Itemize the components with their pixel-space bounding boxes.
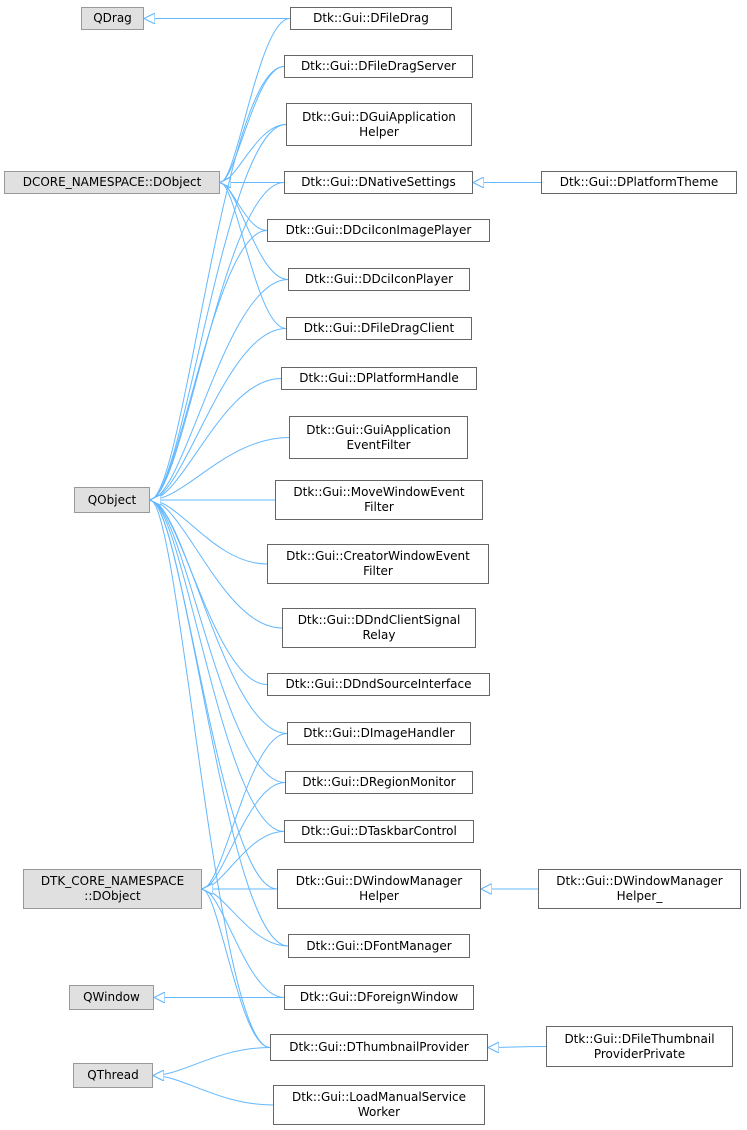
node-dfiledragserver[interactable]: Dtk::Gui::DFileDragServer [284,55,473,78]
node-guiapplicationeventfilter[interactable]: Dtk::Gui::GuiApplication EventFilter [289,416,468,459]
node-ddndsourceinterface[interactable]: Dtk::Gui::DDndSourceInterface [267,673,490,696]
node-dwindowmanagerhelper[interactable]: Dtk::Gui::DWindowManager Helper [277,869,481,909]
edge-dregionmonitor-to-dtk_core_dobject [201,782,286,890]
edge-dthumbnailprovider-to-dtk_core_dobject [201,889,271,1048]
edge-dfiledragserver-to-dcore_dobject [219,66,285,183]
edge-dfiledrag-to-dcore_dobject [219,18,291,183]
node-qthread: QThread [73,1063,153,1088]
node-qdrag: QDrag [81,7,144,30]
edge-dforeignwindow-to-dtk_core_dobject [201,889,285,998]
node-dnativesettings[interactable]: Dtk::Gui::DNativeSettings [284,171,473,194]
edge-dimagehandler-to-qobject [149,500,288,734]
node-dguiapplicationhelper[interactable]: Dtk::Gui::DGuiApplication Helper [286,103,472,146]
node-movewindoweventfilter[interactable]: Dtk::Gui::MoveWindowEvent Filter [275,480,483,520]
node-qwindow: QWindow [69,985,154,1010]
node-dfilethumbnailproviderprivate[interactable]: Dtk::Gui::DFileThumbnail ProviderPrivate [546,1026,733,1067]
node-creatorwindoweventfilter[interactable]: Dtk::Gui::CreatorWindowEvent Filter [267,544,489,584]
node-dfiledragclient[interactable]: Dtk::Gui::DFileDragClient [286,317,472,340]
node-dcore-namespace-dobject: DCORE_NAMESPACE::DObject [4,171,220,194]
edge-dimagehandler-to-dtk_core_dobject [201,733,288,890]
node-dregionmonitor[interactable]: Dtk::Gui::DRegionMonitor [285,771,473,794]
node-dthumbnailprovider[interactable]: Dtk::Gui::DThumbnailProvider [270,1034,488,1061]
node-ddndclientsignalrelay[interactable]: Dtk::Gui::DDndClientSignal Relay [282,608,476,648]
edge-dthumbnailprovider-to-qobject [149,500,271,1048]
edge-loadmanualserviceworker-to-qthread [153,1076,274,1106]
node-dfiledrag[interactable]: Dtk::Gui::DFileDrag [290,7,452,30]
node-dtk-core-namespace-dobject: DTK_CORE_NAMESPACE ::DObject [23,869,202,909]
edge-dplatformhandle-to-qobject [150,378,282,501]
edge-ddndsourceinterface-to-qobject [149,500,268,685]
node-dtaskbarcontrol[interactable]: Dtk::Gui::DTaskbarControl [284,820,474,843]
node-dplatformtheme[interactable]: Dtk::Gui::DPlatformTheme [541,171,737,194]
edge-dfontmanager-to-dtk_core_dobject [201,889,289,947]
node-dwindowmanagerhelper-underscore[interactable]: Dtk::Gui::DWindowManager Helper_ [538,869,741,909]
node-ddciiconimageplayer[interactable]: Dtk::Gui::DDciIconImagePlayer [267,219,490,242]
edge-dfiledragclient-to-qobject [149,328,287,501]
edge-dtaskbarcontrol-to-qobject [149,500,285,832]
edge-ddciiconplayer-to-qobject [149,279,289,501]
edge-dfilethumbnailproviderprivate-to-dthumbnailprovider [488,1047,547,1048]
edge-guiappeventfilter-to-qobject [150,437,290,501]
node-dfontmanager[interactable]: Dtk::Gui::DFontManager [288,934,470,958]
edge-dfiledragclient-to-dcore_dobject [219,183,287,329]
edge-dguiapphelper-to-dcore_dobject [219,124,287,183]
edge-ddciiconimageplayer-to-qobject [149,230,268,501]
node-dplatformhandle[interactable]: Dtk::Gui::DPlatformHandle [281,367,477,390]
node-ddciiconplayer[interactable]: Dtk::Gui::DDciIconPlayer [288,268,470,291]
node-dimagehandler[interactable]: Dtk::Gui::DImageHandler [287,722,471,745]
edge-dthumbnailprovider-to-qthread [153,1047,271,1076]
node-loadmanualserviceworker[interactable]: Dtk::Gui::LoadManualService Worker [273,1085,485,1125]
edge-ddndclientsignalrelay-to-qobject [150,500,283,629]
node-dforeignwindow[interactable]: Dtk::Gui::DForeignWindow [284,985,474,1010]
edge-dfiledragserver-to-qobject [149,66,285,501]
edge-dregionmonitor-to-qobject [149,500,286,783]
node-qobject: QObject [74,487,150,513]
edge-dfontmanager-to-qobject [149,500,289,947]
